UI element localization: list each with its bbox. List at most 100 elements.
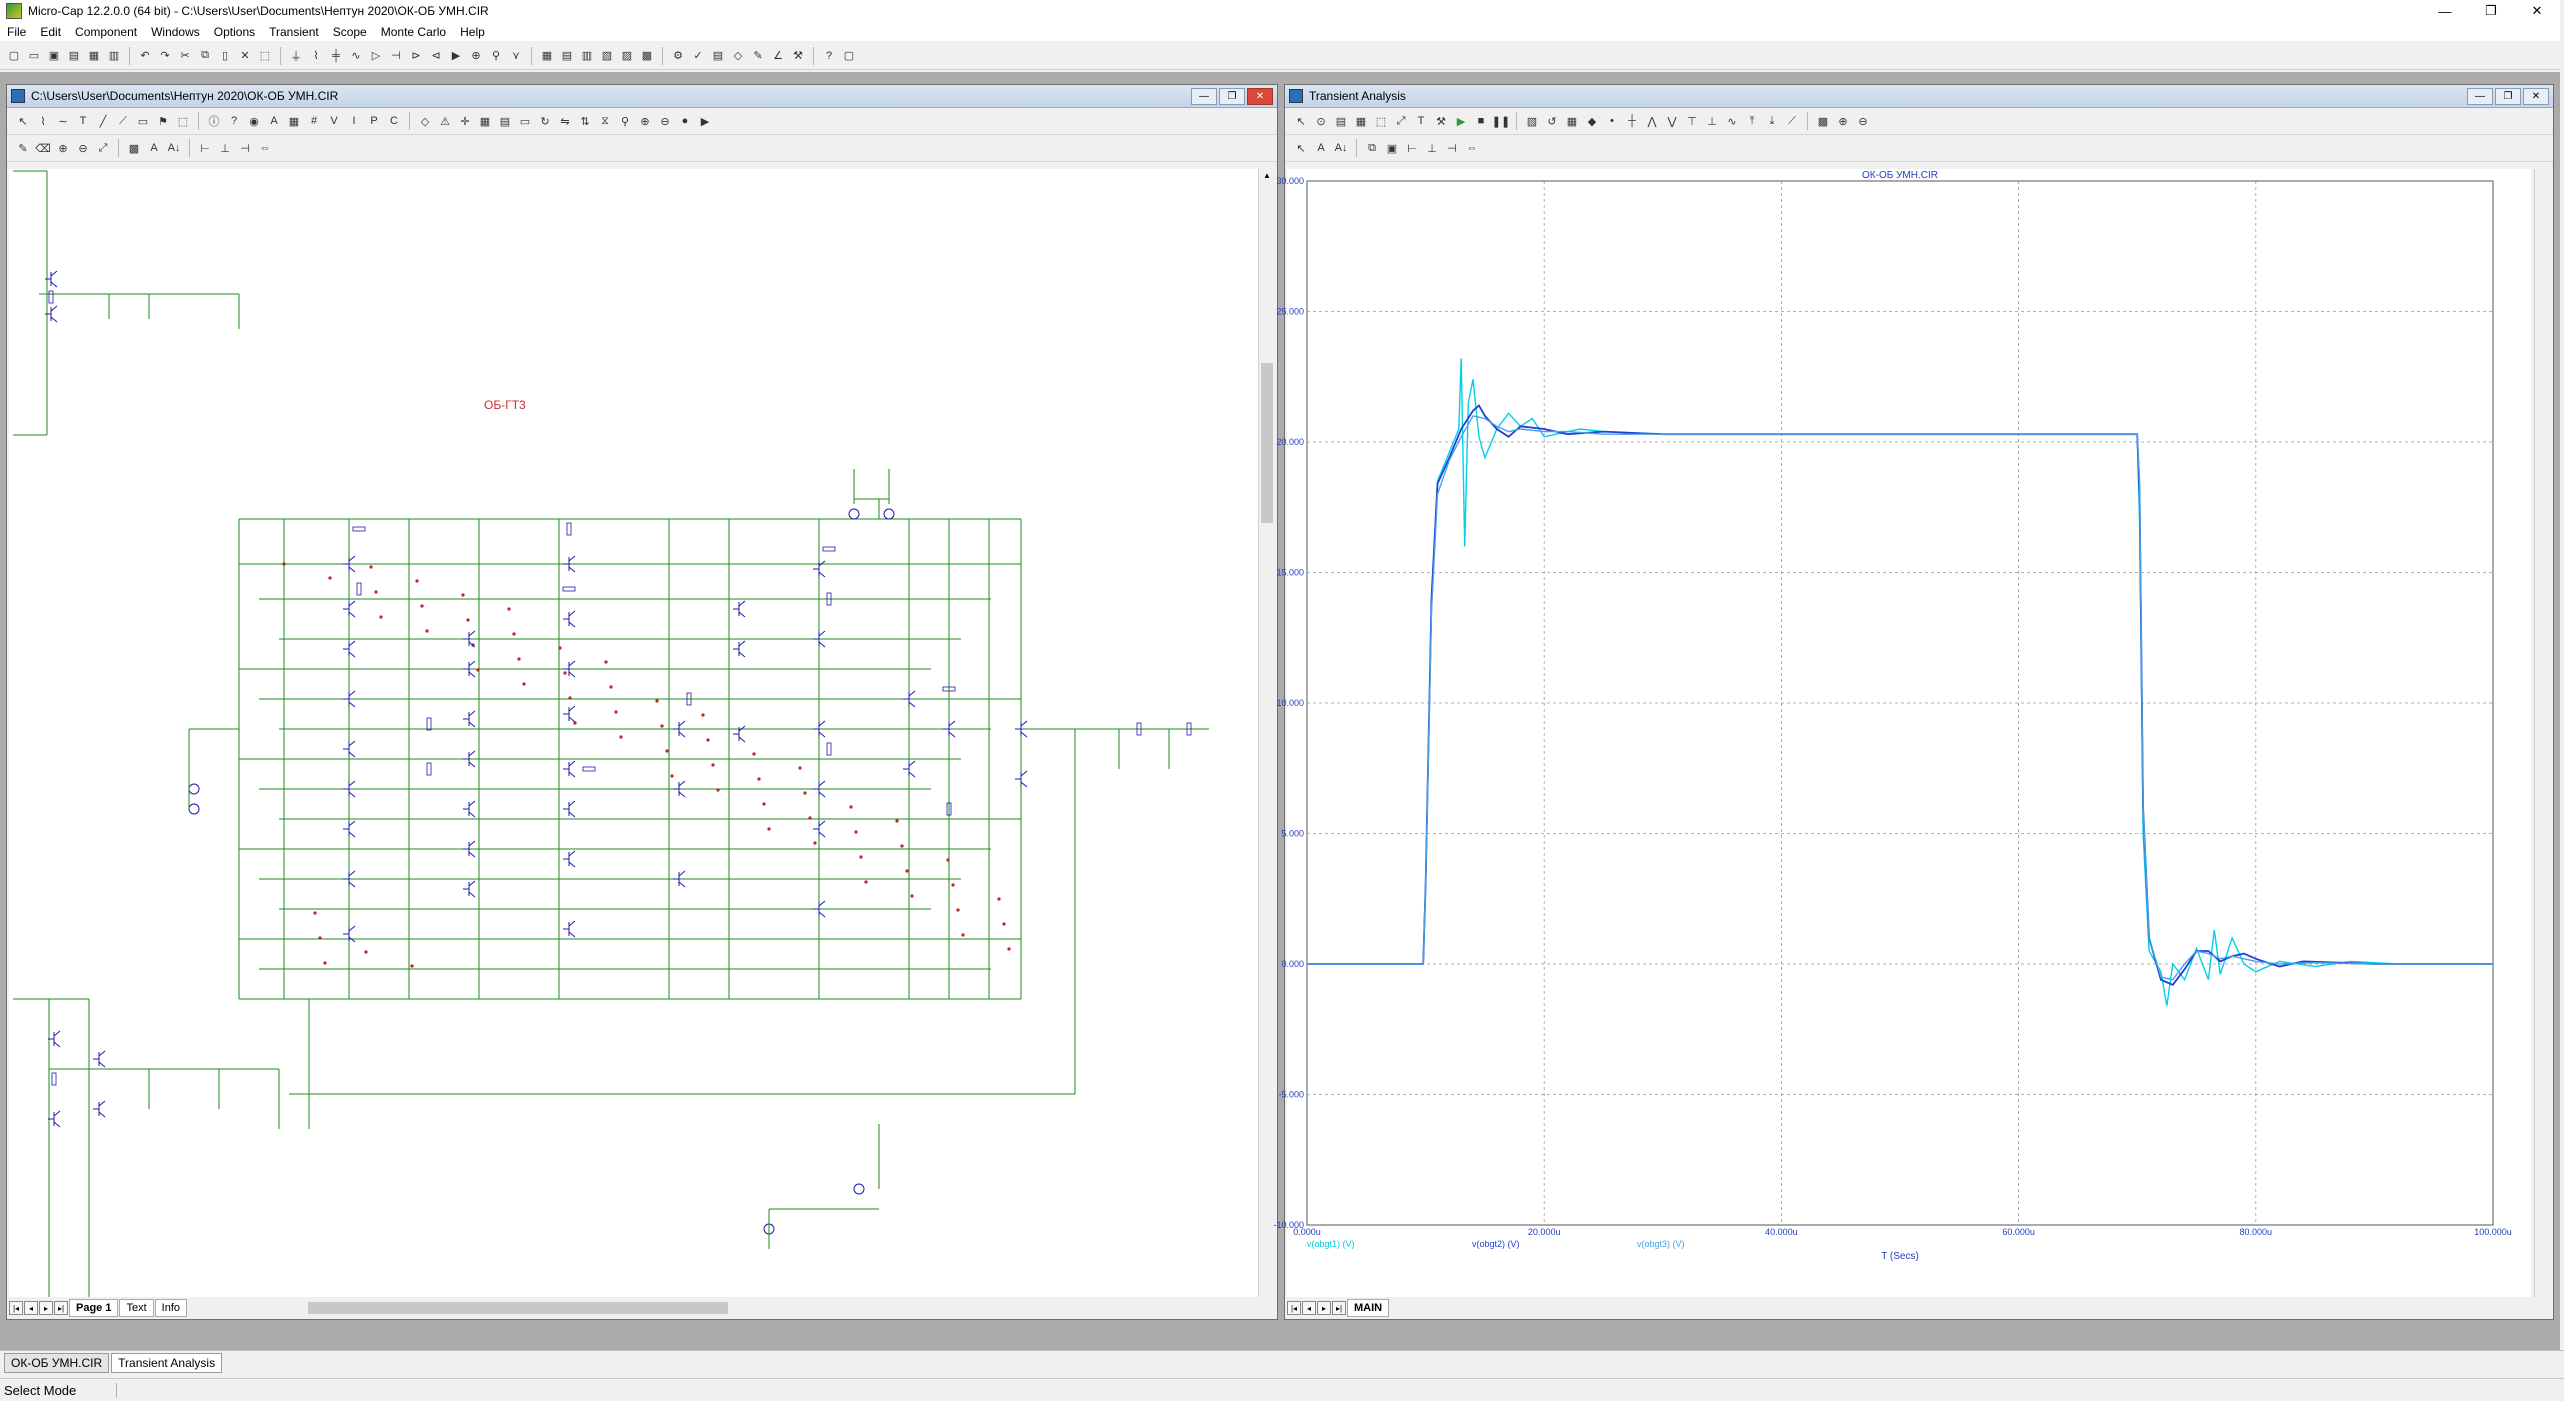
preferences-icon[interactable]: ⚙ bbox=[673, 50, 683, 62]
doc-tab-transient[interactable]: Transient Analysis bbox=[111, 1353, 223, 1373]
align-right-icon[interactable]: ⊣ bbox=[240, 142, 250, 155]
tab-text[interactable]: Text bbox=[119, 1299, 154, 1317]
last-page-icon[interactable]: ▸| bbox=[1332, 1301, 1346, 1315]
align-center-icon[interactable]: ⊥ bbox=[220, 142, 230, 155]
eraser-icon[interactable]: ⌫ bbox=[35, 142, 51, 155]
menu-file[interactable]: File bbox=[7, 24, 27, 39]
check-icon[interactable]: ✓ bbox=[693, 50, 703, 62]
limits-icon[interactable]: ▧ bbox=[1526, 115, 1538, 128]
inductor-icon[interactable]: ∿ bbox=[351, 50, 361, 62]
distribute-icon[interactable]: ⇔ bbox=[1466, 142, 1478, 154]
capacitor-icon[interactable]: ╪ bbox=[332, 49, 340, 62]
distribute-icon[interactable]: ⇔ bbox=[259, 142, 271, 154]
tools-icon[interactable]: ⚒ bbox=[793, 50, 803, 62]
find-icon[interactable]: ⚲ bbox=[620, 115, 630, 128]
zoom-out-2-icon[interactable]: ⊖ bbox=[78, 142, 88, 155]
valley-icon[interactable]: ⋁ bbox=[1667, 115, 1677, 128]
menu-monte-carlo[interactable]: Monte Carlo bbox=[380, 24, 447, 39]
first-page-icon[interactable]: |◂ bbox=[1287, 1301, 1301, 1315]
undo-icon[interactable]: ↶ bbox=[140, 50, 150, 62]
switch-icon[interactable]: ⋎ bbox=[511, 50, 521, 62]
graphics-icon[interactable]: ▭ bbox=[137, 115, 149, 128]
help-icon[interactable]: ? bbox=[825, 49, 833, 62]
stop-icon[interactable]: ● bbox=[681, 115, 689, 127]
menu-help[interactable]: Help bbox=[460, 24, 485, 39]
font-icon[interactable]: A bbox=[150, 142, 158, 154]
open-file-icon[interactable]: ▭ bbox=[28, 50, 40, 62]
text-mode-icon[interactable]: T bbox=[79, 115, 87, 127]
next-page-icon[interactable]: ▸ bbox=[39, 1301, 53, 1315]
zoom-out-icon[interactable]: ⊖ bbox=[660, 115, 670, 128]
probe-icon[interactable]: ⚲ bbox=[491, 50, 501, 62]
flip-x-icon[interactable]: ⇋ bbox=[560, 115, 570, 128]
node-voltages-icon[interactable]: V bbox=[330, 115, 338, 127]
tile-vertical-icon[interactable]: ▧ bbox=[601, 50, 613, 62]
schematic-restore-button[interactable]: ❐ bbox=[1219, 88, 1245, 105]
grid-icon[interactable]: ▦ bbox=[479, 115, 491, 128]
global-high-icon[interactable]: ⤒ bbox=[1749, 114, 1755, 127]
new-file-icon[interactable]: ▢ bbox=[8, 50, 20, 62]
pnp-icon[interactable]: ⊲ bbox=[431, 50, 441, 62]
prev-page-icon[interactable]: ◂ bbox=[24, 1301, 38, 1315]
scale-mode-icon[interactable]: ⊙ bbox=[1316, 115, 1326, 128]
menu-options[interactable]: Options bbox=[213, 24, 256, 39]
schematic-minimize-button[interactable]: — bbox=[1191, 88, 1217, 105]
low-icon[interactable]: ⊥ bbox=[1707, 115, 1717, 128]
model-icon[interactable]: ✎ bbox=[753, 50, 763, 62]
save-plot-icon[interactable]: ▣ bbox=[1386, 142, 1398, 155]
opamp-icon[interactable]: ▶ bbox=[451, 50, 461, 62]
prev-page-icon[interactable]: ◂ bbox=[1302, 1301, 1316, 1315]
wire-mode-icon[interactable]: ∼ bbox=[58, 115, 68, 128]
tile-icon[interactable]: ▦ bbox=[541, 50, 553, 62]
schematic-canvas[interactable]: ОБ-ГТ3 bbox=[9, 169, 1259, 1297]
tab-main[interactable]: MAIN bbox=[1347, 1299, 1390, 1317]
global-low-icon[interactable]: ⤓ bbox=[1769, 114, 1775, 127]
flag-icon[interactable]: ⚑ bbox=[158, 115, 168, 128]
next-page-icon[interactable]: ▸ bbox=[1317, 1301, 1331, 1315]
calculator-icon[interactable]: ▩ bbox=[641, 50, 653, 62]
scroll-thumb[interactable] bbox=[1261, 363, 1273, 523]
inflection-icon[interactable]: ∿ bbox=[1727, 115, 1737, 128]
grid-toggle-icon[interactable]: ▦ bbox=[1566, 115, 1578, 128]
select-mode-icon[interactable]: ↖ bbox=[18, 115, 28, 128]
print-preview-icon[interactable]: ▦ bbox=[88, 50, 100, 62]
menu-scope[interactable]: Scope bbox=[332, 24, 367, 39]
copy-plot-icon[interactable]: ⧉ bbox=[1368, 141, 1376, 154]
pause-analysis-icon[interactable]: ❚❚ bbox=[1491, 115, 1511, 128]
save-icon[interactable]: ▣ bbox=[48, 50, 60, 62]
peak-icon[interactable]: ⋀ bbox=[1647, 115, 1657, 128]
source-icon[interactable]: ⊕ bbox=[471, 50, 481, 62]
cursor-icon[interactable]: ┼ bbox=[1628, 115, 1636, 127]
cascade-icon[interactable]: ▤ bbox=[561, 50, 573, 62]
menu-component[interactable]: Component bbox=[75, 24, 138, 39]
zoom-in-2-icon[interactable]: ⊕ bbox=[58, 142, 68, 155]
condition-icon[interactable]: C bbox=[390, 115, 398, 127]
menu-edit[interactable]: Edit bbox=[40, 24, 62, 39]
text-mode-icon[interactable]: T bbox=[1417, 115, 1425, 127]
doc-tab-schematic[interactable]: ОК-ОБ УМН.CIR bbox=[4, 1353, 110, 1373]
help-mode-icon[interactable]: ? bbox=[230, 115, 238, 127]
auto-scale-icon[interactable]: ⤢ bbox=[1396, 114, 1406, 127]
mirror-icon[interactable]: ⧖ bbox=[601, 114, 609, 127]
zoom-out-plot-icon[interactable]: ⊖ bbox=[1858, 115, 1868, 128]
color-icon[interactable]: ▩ bbox=[128, 142, 140, 155]
diode-icon[interactable]: ▷ bbox=[371, 50, 381, 62]
pin-connections-icon[interactable]: ◇ bbox=[420, 115, 430, 128]
palette-icon[interactable]: ▩ bbox=[1817, 115, 1829, 128]
zoom-box-icon[interactable]: ⬚ bbox=[1375, 115, 1387, 128]
run-icon[interactable]: ▶ bbox=[700, 115, 710, 128]
component-editor-icon[interactable]: ▤ bbox=[712, 50, 724, 62]
transient-restore-button[interactable]: ❐ bbox=[2495, 88, 2521, 105]
cut-icon[interactable]: ✂ bbox=[180, 50, 190, 62]
point-icon[interactable]: ↖ bbox=[1296, 142, 1306, 155]
diagonal-wire-icon[interactable]: ⟋ bbox=[119, 114, 127, 127]
font-size-icon[interactable]: A↓ bbox=[1334, 142, 1348, 154]
info-icon[interactable]: ⓘ bbox=[208, 116, 220, 128]
analog-icon[interactable]: ∠ bbox=[773, 50, 783, 62]
delete-icon[interactable]: ✕ bbox=[240, 50, 250, 62]
zoom-fit-icon[interactable]: ⤢ bbox=[98, 141, 108, 154]
warning-icon[interactable]: ⚠ bbox=[440, 115, 450, 128]
transient-close-button[interactable]: ✕ bbox=[2523, 88, 2549, 105]
align-center-icon[interactable]: ⊥ bbox=[1427, 142, 1437, 155]
